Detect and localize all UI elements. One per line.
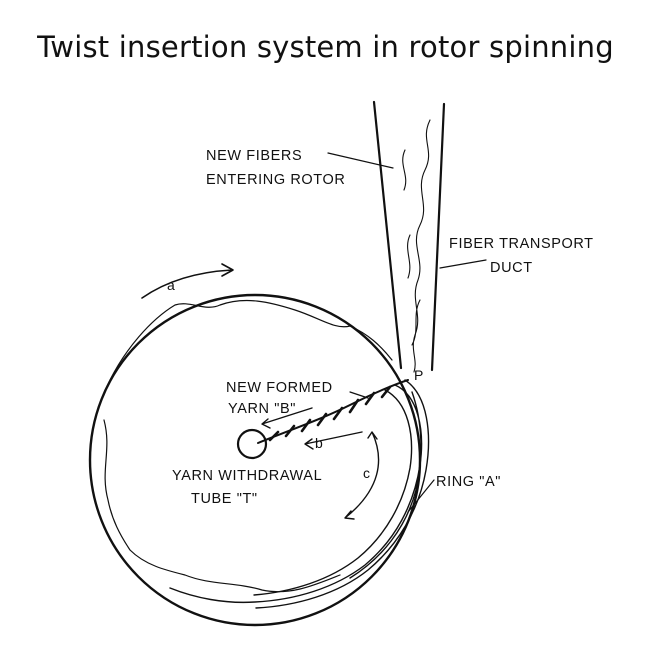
withdrawal-tube	[236, 428, 268, 460]
yarn-b-twist	[268, 385, 392, 442]
label-fiber-transport-1: FIBER TRANSPORT	[449, 236, 594, 252]
leader-new-formed	[349, 391, 369, 399]
label-ring-a: RING "A"	[436, 474, 501, 490]
label-withdrawal-2: TUBE "T"	[191, 491, 258, 507]
arrow-c	[344, 431, 380, 520]
label-new-fibers-2: ENTERING ROTOR	[206, 172, 345, 188]
arrow-b	[304, 431, 363, 450]
ring-a-fiber-bundle	[169, 379, 430, 609]
arrow-a	[141, 263, 234, 299]
diagram-title: Twist insertion system in rotor spinning	[37, 30, 614, 64]
label-withdrawal-1: YARN WITHDRAWAL	[172, 468, 322, 484]
label-point-p: P	[414, 367, 423, 383]
leader-fiber-duct	[439, 259, 487, 269]
label-new-formed-1: NEW FORMED	[226, 380, 333, 396]
duct-right-wall	[430, 102, 446, 372]
label-arrow-c: c	[363, 465, 370, 481]
label-fiber-transport-2: DUCT	[490, 260, 533, 276]
leader-ring-a	[407, 479, 435, 513]
rotor-circle	[88, 293, 422, 627]
fiber-layer-contour	[103, 299, 393, 593]
arrow-yarn	[261, 407, 313, 429]
fibers-in-duct	[402, 119, 431, 373]
leader-new-fibers	[327, 152, 394, 169]
label-arrow-a: a	[167, 277, 175, 293]
label-new-fibers-1: NEW FIBERS	[206, 148, 302, 164]
duct-left-wall	[372, 100, 403, 370]
label-arrow-b: b	[315, 435, 323, 451]
label-new-formed-2: YARN "B"	[228, 401, 296, 417]
